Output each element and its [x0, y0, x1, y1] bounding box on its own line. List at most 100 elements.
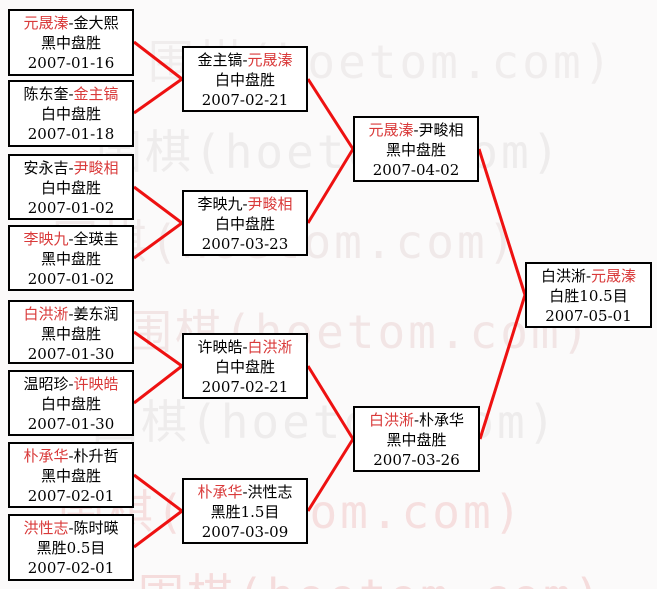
players-dash-separator: - [68, 447, 74, 465]
player2-name: 陈时暎 [73, 519, 119, 537]
match-result: 白中盘胜 [40, 105, 101, 123]
bracket-connector-line [306, 78, 355, 150]
bracket-connector-line [133, 77, 183, 115]
watermark-text: 围棋(hoetom.com) [96, 125, 563, 179]
match-result: 白中盘胜 [214, 71, 275, 89]
player2-name: 金主镐 [73, 85, 119, 103]
player2-name: 尹畯相 [247, 195, 293, 213]
match-date: 2007-04-02 [372, 161, 460, 179]
match-players: 朴承华-朴升哲 [10, 446, 132, 466]
match-players: 白洪淅-姜东润 [10, 304, 132, 324]
bracket-connector-line [133, 509, 183, 549]
match-result: 黑胜0.5目 [36, 539, 106, 557]
player2-name: 元晟溱 [591, 267, 637, 285]
player1-name: 白洪淅 [368, 411, 414, 429]
players-dash-separator: - [413, 411, 420, 429]
bracket-connector-line [477, 148, 527, 296]
match-result: 白中盘胜 [214, 358, 275, 376]
match-players: 金主镐-元晟溱 [184, 50, 306, 70]
players-dash-separator: - [68, 159, 74, 177]
match-result: 白中盘胜 [214, 215, 275, 233]
match-result: 黑中盘胜 [40, 325, 101, 343]
match-players: 白洪淅-元晟溱 [527, 266, 650, 286]
bracket-connector-line [133, 364, 183, 405]
player2-name: 尹畯相 [418, 121, 464, 139]
player2-name: 朴承华 [419, 411, 465, 429]
match-result: 白胜10.5目 [549, 287, 628, 305]
match-date: 2007-01-02 [27, 270, 115, 288]
match-result: 黑中盘胜 [40, 34, 101, 52]
match-players: 李映九-尹畯相 [184, 194, 306, 214]
match-date: 2007-03-26 [373, 451, 460, 469]
bracket-connector-line [133, 40, 183, 81]
match-result: 白中盘胜 [40, 395, 101, 413]
match-players: 白洪淅-朴承华 [355, 410, 478, 430]
match-result: 黑中盘胜 [386, 431, 447, 449]
match-players: 陈东奎-金主镐 [10, 84, 132, 104]
match-date: 2007-01-16 [27, 54, 115, 72]
players-dash-separator: - [413, 121, 419, 139]
player1-name: 白洪淅 [540, 267, 586, 285]
match-players: 李映九-全瑛圭 [10, 229, 132, 249]
player2-name: 朴升哲 [73, 447, 119, 465]
bracket-connector-line [306, 438, 355, 512]
bracket-connector-line [133, 473, 183, 513]
match-players: 安永吉-尹畯相 [10, 158, 132, 178]
player2-name: 姜东润 [73, 305, 119, 323]
player1-name: 李映九 [197, 195, 243, 213]
players-dash-separator: - [242, 51, 248, 69]
bracket-connector-line [478, 294, 527, 440]
players-dash-separator: - [242, 483, 248, 501]
match-date: 2007-02-21 [201, 378, 289, 396]
player1-name: 朴承华 [197, 483, 243, 501]
player2-name: 金大熙 [73, 14, 119, 32]
players-dash-separator: - [68, 14, 74, 32]
match-result: 白中盘胜 [40, 179, 101, 197]
match-players: 温昭珍-许映皓 [10, 374, 132, 394]
players-dash-separator: - [242, 195, 248, 213]
match-players: 元晟溱-尹畯相 [355, 120, 477, 140]
match-date: 2007-03-23 [201, 235, 289, 253]
players-dash-separator: - [68, 519, 74, 537]
player1-name: 温昭珍 [23, 375, 69, 393]
bracket-connector-line [133, 185, 183, 225]
player1-name: 安永吉 [23, 159, 69, 177]
players-dash-separator: - [585, 267, 592, 285]
player1-name: 金主镐 [197, 51, 243, 69]
match-date: 2007-02-01 [27, 487, 115, 505]
match-date: 2007-02-21 [201, 91, 289, 109]
match-players: 许映皓-白洪淅 [184, 337, 306, 357]
player1-name: 陈东奎 [23, 85, 69, 103]
match-result: 黑中盘胜 [40, 467, 101, 485]
match-date: 2007-03-09 [201, 523, 289, 541]
match-result: 黑中盘胜 [40, 250, 101, 268]
match-date: 2007-01-18 [27, 125, 115, 143]
player1-name: 元晟溱 [23, 14, 69, 32]
players-dash-separator: - [68, 85, 74, 103]
bracket-connector-line [133, 330, 183, 368]
players-dash-separator: - [242, 338, 248, 356]
watermark-text: 围棋(hoetom.com) [138, 560, 604, 589]
bracket-connector-line [306, 365, 355, 440]
player2-name: 白洪淅 [247, 338, 293, 356]
player1-name: 朴承华 [23, 447, 69, 465]
match-players: 元晟溱-金大熙 [10, 13, 132, 33]
players-dash-separator: - [68, 375, 74, 393]
player2-name: 尹畯相 [73, 159, 119, 177]
match-date: 2007-05-01 [545, 307, 632, 325]
players-dash-separator: - [68, 305, 74, 323]
player1-name: 白洪淅 [23, 305, 69, 323]
match-box-round1-match4: 李映九-全瑛圭黑中盘胜 2007-01-02 [8, 225, 134, 291]
